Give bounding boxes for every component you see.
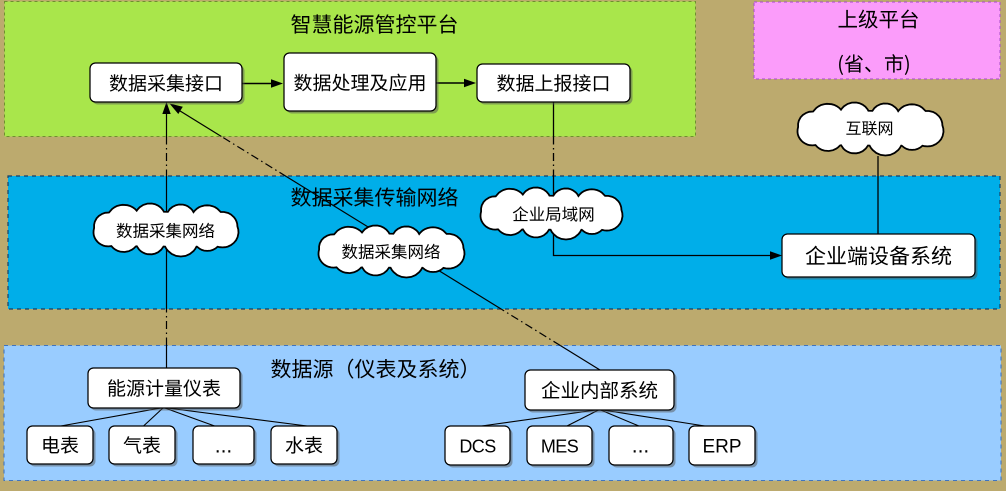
svg-text:MES: MES: [541, 436, 579, 456]
svg-text:ERP: ERP: [702, 436, 741, 457]
svg-text:DCS: DCS: [459, 436, 496, 456]
svg-text:...: ...: [632, 435, 650, 458]
svg-text:...: ...: [215, 435, 233, 458]
